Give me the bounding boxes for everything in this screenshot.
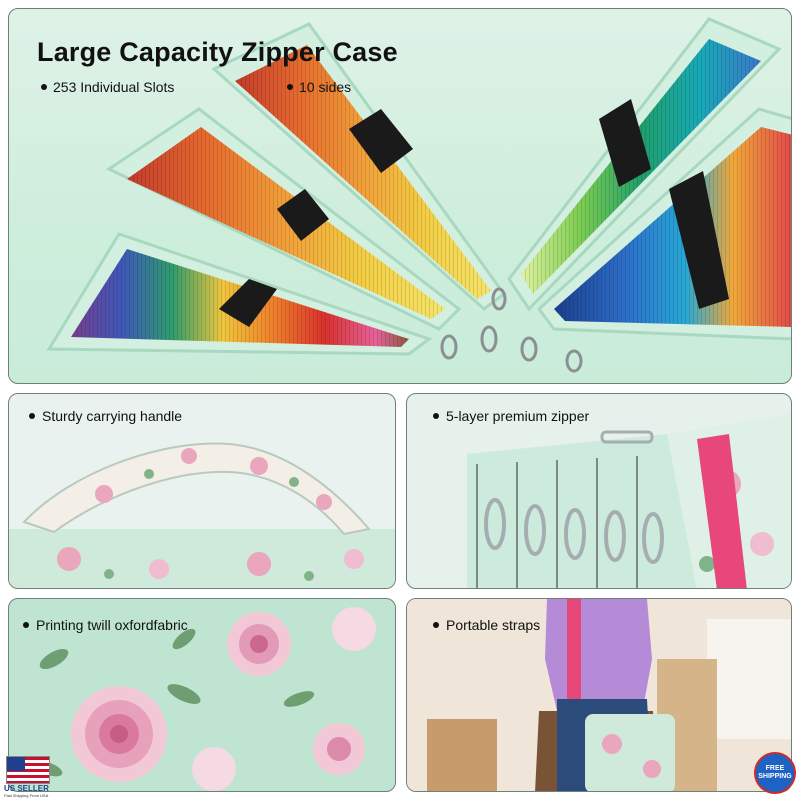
feature-slots-label: 253 Individual Slots (53, 79, 175, 95)
fabric-panel: Printing twill oxfordfabric (8, 598, 396, 792)
caption-handle: Sturdy carrying handle (29, 408, 182, 424)
bullet-icon (41, 84, 47, 90)
bullet-icon (433, 622, 439, 628)
case-flap-5 (536, 107, 791, 341)
free-shipping-badge: FREE SHIPPING (754, 752, 796, 794)
caption-fabric: Printing twill oxfordfabric (23, 617, 188, 633)
zipper-pulls (440, 287, 583, 373)
case-flap-2 (105, 107, 462, 331)
bullet-icon (433, 413, 439, 419)
feature-slots: 253 Individual Slots (41, 79, 174, 95)
bullet-icon (287, 84, 293, 90)
caption-zipper-text: 5-layer premium zipper (446, 408, 590, 424)
zipper-panel: 5-layer premium zipper (406, 393, 792, 589)
case-flap-4 (507, 17, 782, 312)
us-seller-label: US SELLER (4, 784, 49, 793)
case-flap-1 (46, 232, 433, 356)
caption-fabric-text: Printing twill oxfordfabric (36, 617, 188, 633)
floral-fabric-illustration (35, 607, 376, 791)
zipper-illustration (467, 414, 791, 588)
caption-strap: Portable straps (433, 617, 540, 633)
us-flag-icon (6, 756, 50, 784)
feature-sides: 10 sides (287, 79, 351, 95)
caption-strap-text: Portable straps (446, 617, 541, 633)
bullet-icon (29, 413, 35, 419)
handle-illustration (9, 442, 395, 588)
rose-top (227, 612, 291, 676)
page-title: Large Capacity Zipper Case (37, 37, 398, 67)
caption-handle-text: Sturdy carrying handle (42, 408, 183, 424)
handle-panel: Sturdy carrying handle (8, 393, 396, 589)
rose-large (71, 686, 167, 782)
zipper-pull-group (484, 498, 664, 564)
person-with-strap-illustration (407, 599, 791, 791)
us-seller-badge: US SELLER Fast Shipping From USA (2, 752, 54, 798)
strap-panel: Portable straps (406, 598, 792, 792)
bullet-icon (23, 622, 29, 628)
us-seller-sublabel: Fast Shipping From USA (4, 793, 49, 798)
free-shipping-line1: FREE (765, 765, 785, 772)
hero-panel: Large Capacity Zipper Case 253 Individua… (8, 8, 792, 384)
feature-sides-label: 10 sides (299, 79, 352, 95)
free-shipping-line2: SHIPPING (758, 773, 792, 780)
caption-zipper: 5-layer premium zipper (433, 408, 589, 424)
open-case-illustration (46, 17, 791, 373)
